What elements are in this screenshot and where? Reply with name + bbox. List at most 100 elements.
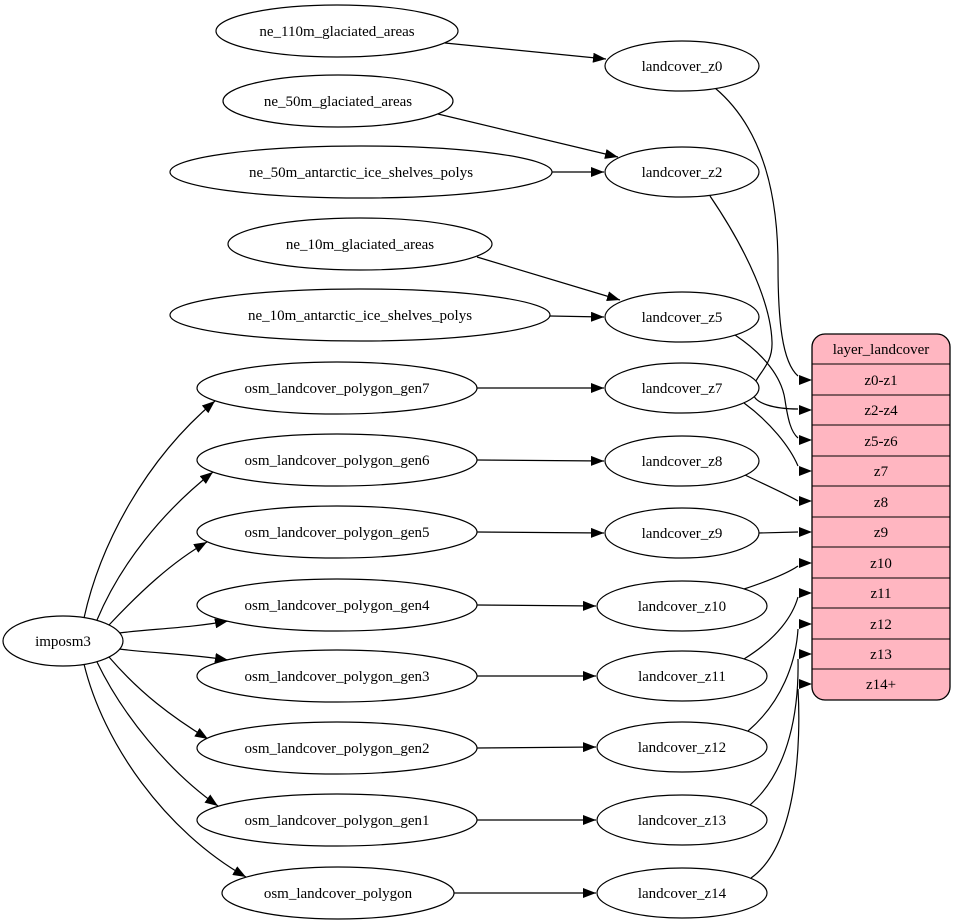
node-label: landcover_z12 <box>638 740 726 756</box>
table-row-label: z11 <box>870 586 891 602</box>
edge-gen6-to-z8 <box>476 455 605 466</box>
node-shape <box>227 217 493 271</box>
node-shape <box>604 507 760 559</box>
arrowhead-row-z5-z6 <box>799 435 812 445</box>
edge-imposm3-to-gen7 <box>83 400 216 619</box>
edge-z2-to-row-z2-z4 <box>709 195 799 410</box>
node-landcover-z9: landcover_z9 <box>604 507 760 559</box>
node-shape <box>196 433 478 487</box>
node-shape <box>604 146 760 198</box>
node-osm-landcover-polygon-gen3: osm_landcover_polygon_gen3 <box>196 649 478 703</box>
node-landcover-z5: landcover_z5 <box>604 291 760 343</box>
edge-imposm3-to-gen4 <box>118 618 229 634</box>
table-row-label: z2-z4 <box>864 403 898 419</box>
node-landcover-z0: landcover_z0 <box>604 40 760 92</box>
arrowhead-row-z9 <box>799 527 812 537</box>
node-osm-landcover-polygon-gen6: osm_landcover_polygon_gen6 <box>196 433 478 487</box>
arrowhead-row-z12 <box>799 619 812 629</box>
arrowhead-row-z10 <box>799 558 812 568</box>
node-label: landcover_z11 <box>638 669 726 685</box>
edge-gen2-to-z12 <box>476 742 597 753</box>
edge-gen5-to-z9 <box>476 527 605 538</box>
edge-ne10m-to-z5 <box>476 256 621 302</box>
node-shape <box>596 794 768 846</box>
edge-z5-to-row-z5-z6 <box>734 334 799 439</box>
node-shape <box>196 649 478 703</box>
table-row-label: z8 <box>874 495 888 511</box>
node-ne-50m-antarctic-ice-shelves-polys: ne_50m_antarctic_ice_shelves_polys <box>169 145 553 199</box>
table-row-label: z14+ <box>866 677 896 693</box>
edge-z7-to-row-z7 <box>743 402 799 467</box>
node-landcover-z7: landcover_z7 <box>604 362 760 414</box>
node-shape <box>596 721 768 773</box>
edges-layer <box>83 42 800 898</box>
edge-imposm3-to-gen1 <box>96 661 219 807</box>
node-label: osm_landcover_polygon_gen3 <box>245 669 430 685</box>
table-row-label: z12 <box>870 617 892 633</box>
node-shape <box>221 866 455 920</box>
edge-z0-to-row-z0-z1 <box>714 87 799 377</box>
arrowhead-row-z14 <box>799 679 812 689</box>
node-label: osm_landcover_polygon_gen2 <box>245 741 430 757</box>
edge-z10-to-row-z10 <box>743 565 799 590</box>
node-ne-10m-glaciated-areas: ne_10m_glaciated_areas <box>227 217 493 271</box>
node-label: landcover_z5 <box>642 310 723 326</box>
table-row-label: z13 <box>870 647 892 663</box>
node-landcover-z2: landcover_z2 <box>604 146 760 198</box>
node-landcover-z14: landcover_z14 <box>596 867 768 919</box>
table-row-arrowheads <box>799 375 812 689</box>
node-landcover-z8: landcover_z8 <box>604 435 760 487</box>
node-label: ne_50m_antarctic_ice_shelves_polys <box>249 165 473 181</box>
edge-z12-to-row-z12 <box>747 628 799 732</box>
node-osm-landcover-polygon-gen5: osm_landcover_polygon_gen5 <box>196 505 478 559</box>
node-shape <box>196 505 478 559</box>
edge-z14-to-row-z14 <box>750 688 800 879</box>
node-label: landcover_z14 <box>638 886 727 902</box>
arrowhead-row-z11 <box>799 588 812 598</box>
node-label: landcover_z7 <box>642 381 723 397</box>
edge-imposm3-to-gen6 <box>96 471 214 621</box>
node-osm-landcover-polygon-gen1: osm_landcover_polygon_gen1 <box>196 793 478 847</box>
node-osm-landcover-polygon-gen4: osm_landcover_polygon_gen4 <box>196 578 478 632</box>
node-shape <box>196 793 478 847</box>
node-label: osm_landcover_polygon_gen1 <box>245 813 430 829</box>
node-shape <box>604 40 760 92</box>
node-label: landcover_z8 <box>642 454 723 470</box>
table-row-separators <box>812 363 950 670</box>
edge-imposm3-to-gen3 <box>118 648 229 663</box>
node-imposm3-shape <box>2 615 124 667</box>
table-row-label: z0-z1 <box>864 373 897 389</box>
edge-z13-to-row-z13 <box>749 658 799 806</box>
node-label: osm_landcover_polygon_gen4 <box>245 598 430 614</box>
node-label: osm_landcover_polygon_gen6 <box>245 453 430 469</box>
edge-z9-to-row-z9 <box>758 531 799 534</box>
node-landcover-z12: landcover_z12 <box>596 721 768 773</box>
node-shape <box>604 435 760 487</box>
edge-imposm3-to-polygon <box>83 663 247 878</box>
node-label: osm_landcover_polygon_gen7 <box>245 381 430 397</box>
node-label: landcover_z2 <box>642 165 723 181</box>
node-shape <box>596 650 768 702</box>
node-shape <box>169 288 551 342</box>
node-label: osm_landcover_polygon_gen5 <box>245 525 430 541</box>
arrowhead-row-z2-z4 <box>799 405 812 415</box>
table-row-label: z10 <box>870 556 892 572</box>
node-landcover-z13: landcover_z13 <box>596 794 768 846</box>
node-label: imposm3 <box>35 634 91 650</box>
node-shape <box>169 145 553 199</box>
node-shape <box>604 291 760 343</box>
node-landcover-z11: landcover_z11 <box>596 650 768 702</box>
arrowhead-row-z13 <box>799 649 812 659</box>
node-label: landcover_z9 <box>642 526 723 542</box>
table-row-label: z5-z6 <box>864 434 898 450</box>
edge-z8-to-row-z8 <box>744 474 799 502</box>
arrowhead-row-z8 <box>799 496 812 506</box>
edge-ne110m-to-z0 <box>444 42 607 63</box>
node-label: ne_110m_glaciated_areas <box>259 24 414 40</box>
node-label: landcover_z10 <box>638 599 726 615</box>
edge-imposm3-to-gen5 <box>108 541 208 626</box>
node-label: ne_10m_antarctic_ice_shelves_polys <box>248 308 472 324</box>
edge-ne50m-to-z2 <box>437 113 619 159</box>
